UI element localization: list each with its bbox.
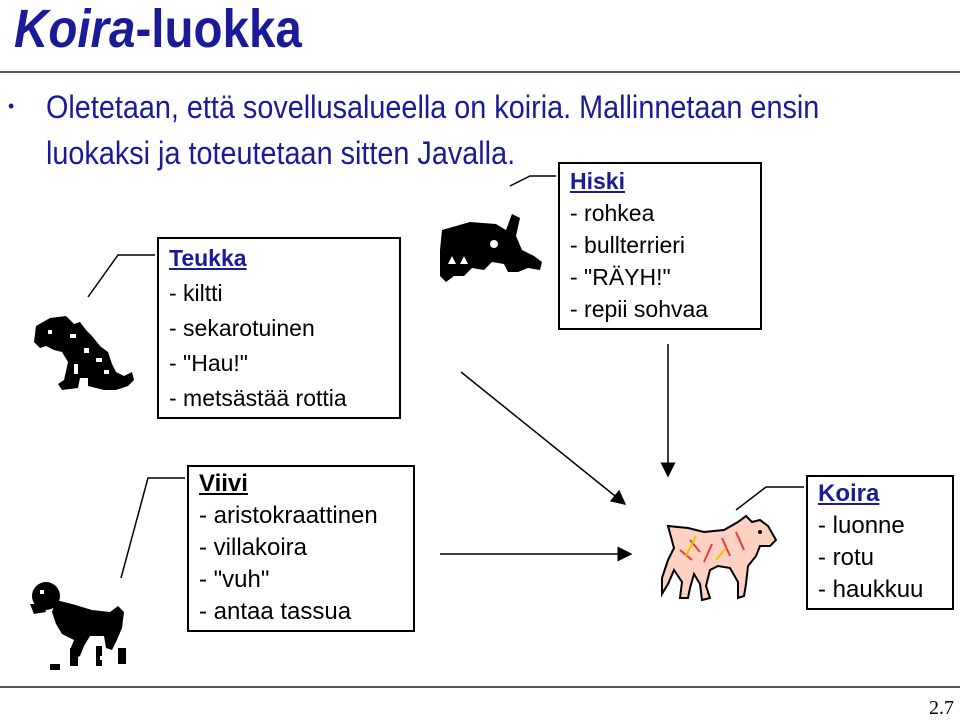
teukka-attr-1: - kiltti (169, 276, 389, 311)
hiski-attr-1: - rohkea (570, 197, 750, 229)
viivi-attr-4: - antaa tassua (199, 596, 403, 628)
page-number: 2.7 (929, 697, 954, 720)
koira-class-name: Koira (818, 478, 942, 510)
viivi-object-box: Viivi - aristokraattinen - villakoira - … (187, 465, 415, 632)
teukka-object-box: Teukka - kiltti - sekarotuinen - "Hau!" … (157, 237, 401, 419)
viivi-attr-3: - "vuh" (199, 564, 403, 596)
hiski-attr-3: - "RÄYH!" (570, 261, 750, 293)
bottom-rule (0, 686, 960, 688)
koira-attr-2: - rotu (818, 542, 942, 574)
hiski-object-box: Hiski - rohkea - bullterrieri - "RÄYH!" … (558, 162, 762, 330)
viivi-name: Viivi (199, 468, 403, 500)
hiski-name: Hiski (570, 165, 750, 197)
teukka-attr-3: - "Hau!" (169, 346, 389, 381)
koira-class-box: Koira - luonne - rotu - haukkuu (806, 475, 954, 610)
viivi-attr-1: - aristokraattinen (199, 500, 403, 532)
viivi-attr-2: - villakoira (199, 532, 403, 564)
koira-attr-3: - haukkuu (818, 574, 942, 606)
hiski-attr-4: - repii sohvaa (570, 293, 750, 325)
hiski-attr-2: - bullterrieri (570, 229, 750, 261)
teukka-attr-2: - sekarotuinen (169, 311, 389, 346)
teukka-attr-4: - metsästää rottia (169, 381, 389, 416)
teukka-name: Teukka (169, 241, 389, 276)
koira-attr-1: - luonne (818, 510, 942, 542)
